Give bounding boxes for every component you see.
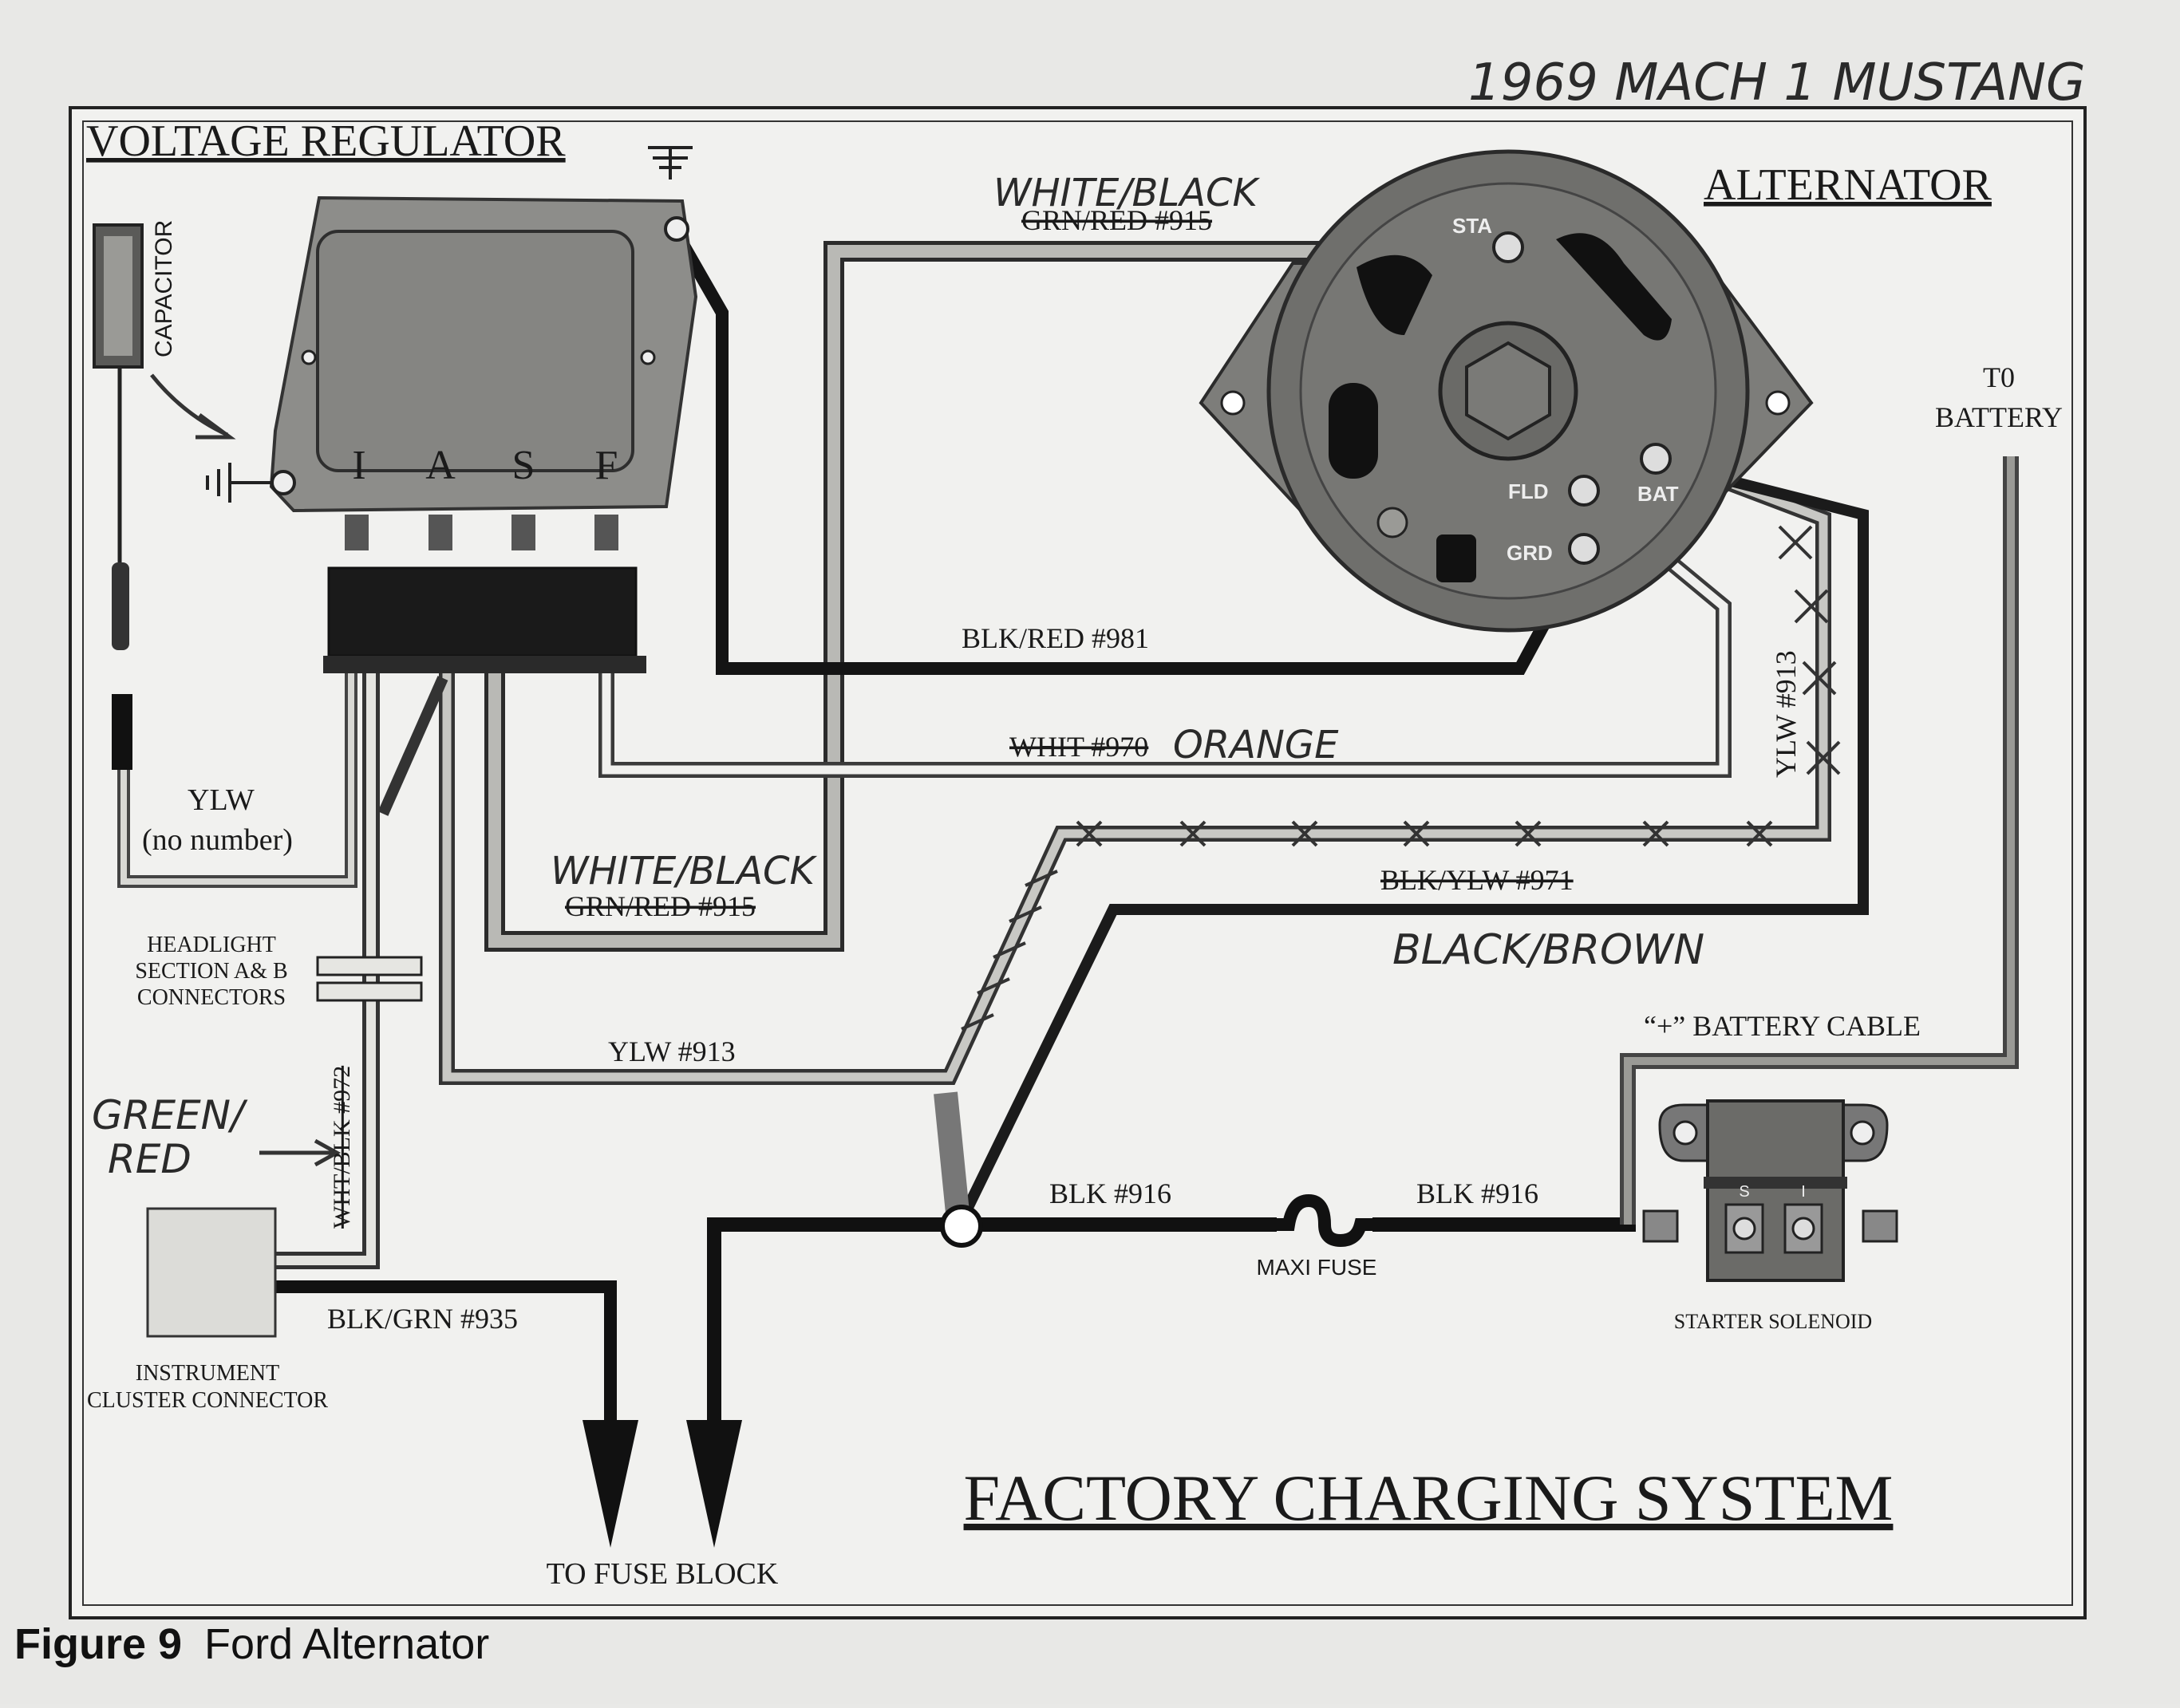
wire-label-white-black-left: WHITE/BLACK [551, 849, 818, 893]
figure-number: Figure 9 [14, 1620, 183, 1668]
wire-label-blk-916-right: BLK #916 [1416, 1177, 1538, 1209]
fuse-block-arrow-left [583, 1420, 638, 1548]
fuse-block-arrow-right [686, 1420, 742, 1548]
handwritten-note: 1969 MACH 1 MUSTANG [1468, 53, 2086, 112]
headlight-label-2: SECTION A& B [135, 959, 287, 984]
alternator-terminal-sta [1492, 231, 1524, 263]
to-battery-label-1: T0 [1983, 361, 2015, 393]
wire-label-blk-grn-935: BLK/GRN #935 [327, 1303, 518, 1335]
instrument-cluster-connector [146, 1207, 277, 1338]
wire-label-orange: ORANGE [1173, 723, 1339, 767]
wire-label-ylw-913-bottom: YLW #913 [608, 1035, 736, 1067]
wire-label-no-number: (no number) [142, 823, 293, 857]
wire-label-red: RED [108, 1136, 192, 1182]
wire-label-blk-916-left: BLK #916 [1049, 1177, 1171, 1209]
alternator [1199, 149, 1814, 633]
wire-label-wht-blk-972: WHT/BLK #972 [329, 1066, 355, 1229]
instrument-cluster-label-2: CLUSTER CONNECTOR [87, 1388, 328, 1413]
wire-label-blk-ylw-971: BLK/YLW #971 [1380, 864, 1574, 896]
wire-label-ylw: YLW [188, 783, 255, 817]
diagram-title: FACTORY CHARGING SYSTEM [964, 1461, 1894, 1534]
alternator-terminal-fld [1568, 475, 1600, 507]
alternator-fld-label: FLD [1508, 479, 1549, 503]
instrument-cluster-label-1: INSTRUMENT [136, 1361, 279, 1386]
figure-title: Ford Alternator [204, 1620, 490, 1668]
figure-caption: Figure 9 Ford Alternator [14, 1619, 489, 1669]
alternator-bat-label: BAT [1637, 482, 1679, 506]
pen-marks [961, 525, 1841, 1031]
regulator-terminal-a: A [425, 443, 456, 488]
alternator-label: ALTERNATOR [1704, 160, 1992, 210]
battery-cable-label: “+” BATTERY CABLE [1644, 1010, 1921, 1042]
wire-label-grn-red-915-left: GRN/RED #915 [565, 890, 756, 922]
headlight-connectors [316, 956, 423, 1002]
solenoid-terminal-i: I [1801, 1183, 1806, 1201]
regulator-terminal-f: F [595, 443, 618, 488]
to-fuse-block-label: TO FUSE BLOCK [547, 1557, 779, 1591]
alternator-terminal-grd [1568, 533, 1600, 565]
headlight-label-3: CONNECTORS [137, 985, 286, 1010]
alternator-grd-label: GRD [1507, 541, 1553, 565]
splice-junction [940, 1205, 983, 1248]
maxi-fuse-label: MAXI FUSE [1257, 1255, 1377, 1280]
voltage-regulator [269, 195, 698, 673]
maxi-fuse [1277, 1193, 1372, 1248]
wire-label-grn-red-915-top: GRN/RED #915 [1021, 204, 1212, 236]
alternator-terminal-bat [1640, 443, 1672, 475]
wire-blk-grn-935 [275, 1280, 617, 1428]
capacitor-arrow [150, 373, 236, 440]
solenoid-terminal-s: S [1739, 1183, 1749, 1201]
regulator-terminal-i: I [352, 443, 365, 488]
ground-symbol [206, 146, 693, 503]
to-battery-label-2: BATTERY [1935, 401, 2063, 433]
wire-label-ylw-913-vertical: YLW #913 [1770, 650, 1802, 778]
green-red-arrow [259, 1138, 342, 1167]
regulator-connector [327, 566, 638, 657]
wire-blk-ylw-971 [956, 463, 1869, 1224]
starter-solenoid [1642, 1099, 1898, 1282]
regulator-terminal-s: S [512, 443, 535, 488]
alternator-sta-label: STA [1452, 214, 1492, 238]
capacitor-label: CAPACITOR [151, 220, 177, 357]
wire-label-blk-red-981: BLK/RED #981 [962, 622, 1149, 654]
wire-label-white-black-top: WHITE/BLACK [993, 171, 1261, 215]
headlight-label-1: HEADLIGHT [147, 933, 276, 957]
wire-label-green: GREEN/ [92, 1092, 248, 1138]
starter-solenoid-label: STARTER SOLENOID [1674, 1310, 1872, 1333]
voltage-regulator-label: VOLTAGE REGULATOR [86, 116, 566, 166]
wire-label-black-brown: BLACK/BROWN [1392, 926, 1704, 974]
capacitor [93, 223, 144, 770]
wire-label-wht-970: WHIT #970 [1009, 731, 1148, 763]
regulator-ground-screw [271, 470, 296, 495]
